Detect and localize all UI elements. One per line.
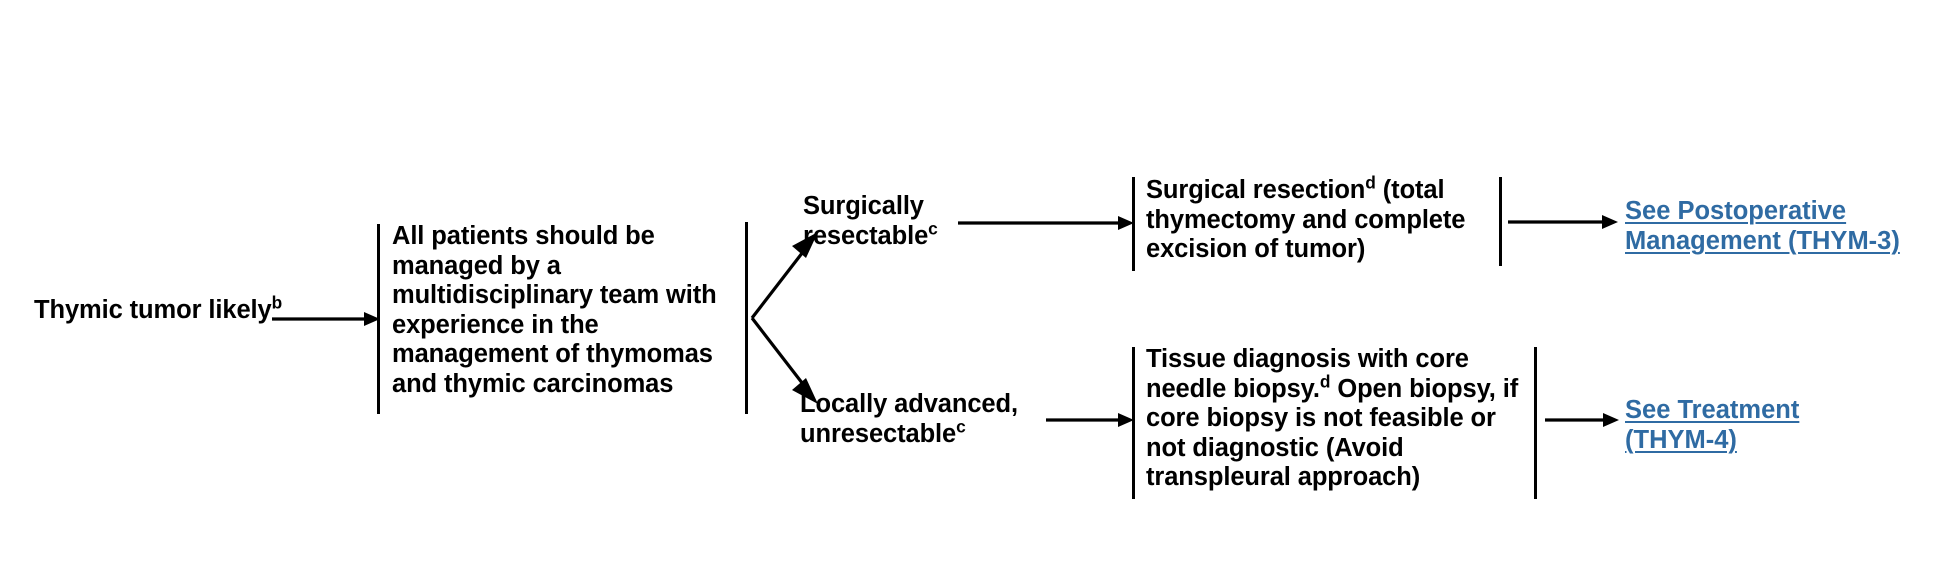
link-see-treatment-thym-4[interactable]: See Treatment (THYM-4) [1625, 396, 1875, 456]
node-thymic-tumor-likely: Thymic tumor likelyb [34, 292, 283, 326]
node-tissue-diagnosis-label-b: Open biopsy, if core biopsy is not feasi… [1146, 374, 1526, 492]
footnote-marker-c-upper: c [928, 218, 938, 239]
rule-biopsy-right-edge [1534, 347, 1537, 499]
rule-surgery-right-edge [1499, 177, 1502, 266]
connector-biopsy-to-thym4 [1545, 413, 1619, 427]
footnote-marker-d-upper: d [1365, 172, 1376, 193]
connector-start-to-mdt [272, 312, 380, 326]
node-tissue-diagnosis-label-a: Tissue diagnosis with core needle biopsy… [1146, 345, 1476, 403]
connector-mdt-branch-fork [750, 232, 818, 404]
link-thym3-line1: See Postoperative [1625, 197, 1847, 225]
node-surgical-resection: Surgical resectiond (total thymectomy an… [1146, 172, 1496, 265]
link-thym4-line2: (THYM-4) [1625, 425, 1737, 454]
link-thym4-line1: See Treatment [1625, 396, 1800, 424]
node-tissue-diagnosis: Tissue diagnosis with core needle biopsy… [1146, 345, 1526, 493]
connector-unresectable-to-biopsy [1046, 413, 1134, 427]
rule-mdt-right-edge [745, 222, 748, 414]
connector-resectable-to-surgery [958, 216, 1134, 230]
node-surgical-resection-label-a: Surgical resection [1146, 176, 1366, 204]
link-see-postoperative-management-thym-3[interactable]: See Postoperative Management (THYM-3) [1625, 197, 1925, 257]
rule-mdt-left-edge [377, 224, 380, 414]
link-thym3-line2: Management (THYM-3) [1625, 226, 1900, 255]
node-surgical-resection-label-b: (total thymectomy and complete excision … [1146, 176, 1473, 264]
rule-biopsy-left-edge [1132, 347, 1135, 499]
node-surgically-resectable-label: Surgically resectable [803, 192, 931, 250]
node-thymic-tumor-likely-label: Thymic tumor likely [34, 296, 272, 324]
footnote-marker-c-lower: c [956, 416, 966, 437]
connector-surgery-to-thym3 [1508, 215, 1618, 229]
node-surgically-resectable: Surgically resectablec [803, 192, 983, 251]
rule-surgery-left-edge [1132, 177, 1135, 271]
footnote-marker-b: b [271, 292, 283, 313]
node-multidisciplinary-team: All patients should be managed by a mult… [392, 222, 724, 398]
footnote-marker-d-lower: d [1319, 371, 1331, 392]
node-locally-advanced-unresectable: Locally advanced, unresectablec [800, 390, 1030, 449]
node-locally-advanced-unresectable-label: Locally advanced, unresectable [800, 390, 1025, 448]
